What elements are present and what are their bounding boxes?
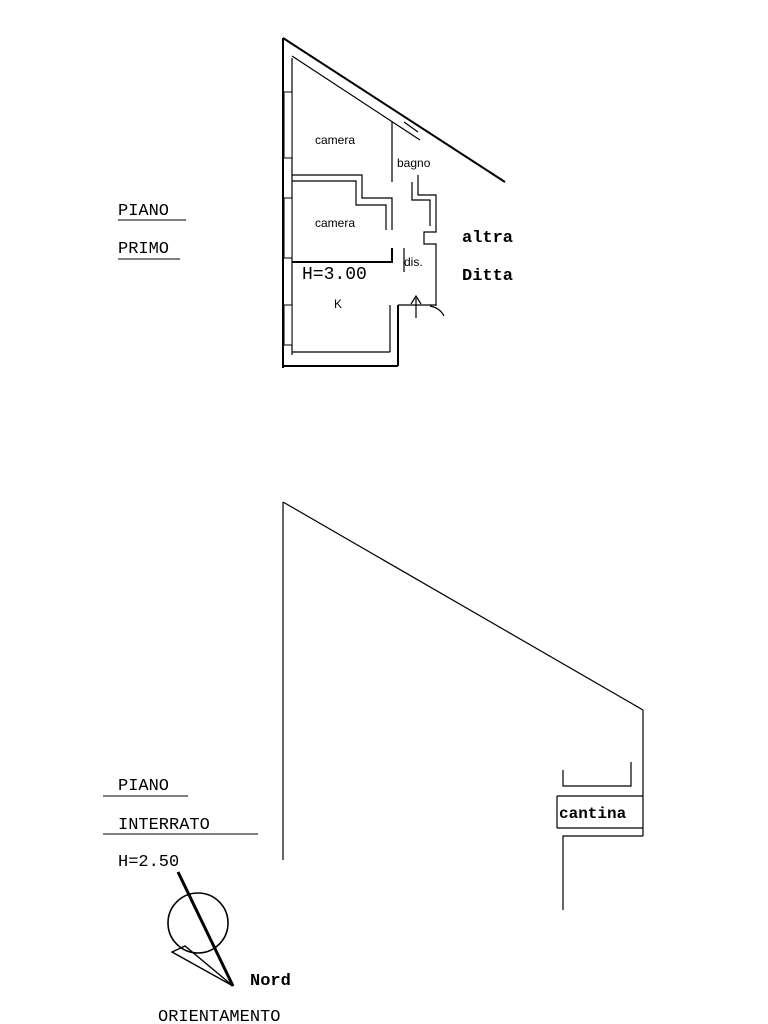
- cellar-wall-top: [562, 762, 632, 787]
- upper-floor-title-line1: PIANO: [118, 202, 169, 221]
- partition-bedrooms-inner: [292, 180, 387, 230]
- basement-wall-diagonal: [282, 501, 644, 711]
- upper-floor-height: H=3.00: [302, 265, 367, 285]
- upper-floor-title-line2: PRIMO: [118, 240, 169, 259]
- window-mark: [283, 197, 293, 259]
- neighbor-label-line2: Ditta: [462, 267, 513, 286]
- room-label-cantina: cantina: [559, 805, 627, 823]
- lower-floor-height: H=2.50: [118, 853, 179, 872]
- orientation-caption: ORIENTAMENTO: [158, 1008, 280, 1024]
- upper-floor-plan: [282, 37, 506, 368]
- partition-bedrooms: [292, 174, 393, 230]
- entry-arrow-head: [410, 294, 422, 305]
- north-arrow-icon: [167, 871, 235, 987]
- window-mark: [283, 91, 293, 159]
- partition-kitchen: [292, 248, 393, 263]
- diagonal-wall-inner: [291, 55, 421, 141]
- lower-floor-title-line2: INTERRATO: [118, 816, 210, 835]
- north-label: Nord: [250, 972, 291, 991]
- room-label-dis: dis.: [404, 255, 423, 269]
- room-label-camera-top: camera: [315, 133, 355, 147]
- door-mark: [403, 121, 419, 133]
- window-mark: [283, 304, 293, 346]
- lower-floor-title-line1: PIANO: [118, 777, 169, 796]
- room-label-kitchen: K: [334, 297, 342, 311]
- neighbor-label-line1: altra: [462, 229, 513, 248]
- door-swing: [429, 305, 445, 317]
- room-label-bagno: bagno: [397, 156, 431, 170]
- right-wall-outer: [417, 175, 437, 306]
- lower-floor-plan: [282, 501, 644, 910]
- basement-wall-bottom: [562, 835, 643, 910]
- diagonal-wall-outer: [282, 37, 506, 183]
- right-wall-inner: [411, 182, 431, 226]
- room-label-camera-mid: camera: [315, 216, 355, 230]
